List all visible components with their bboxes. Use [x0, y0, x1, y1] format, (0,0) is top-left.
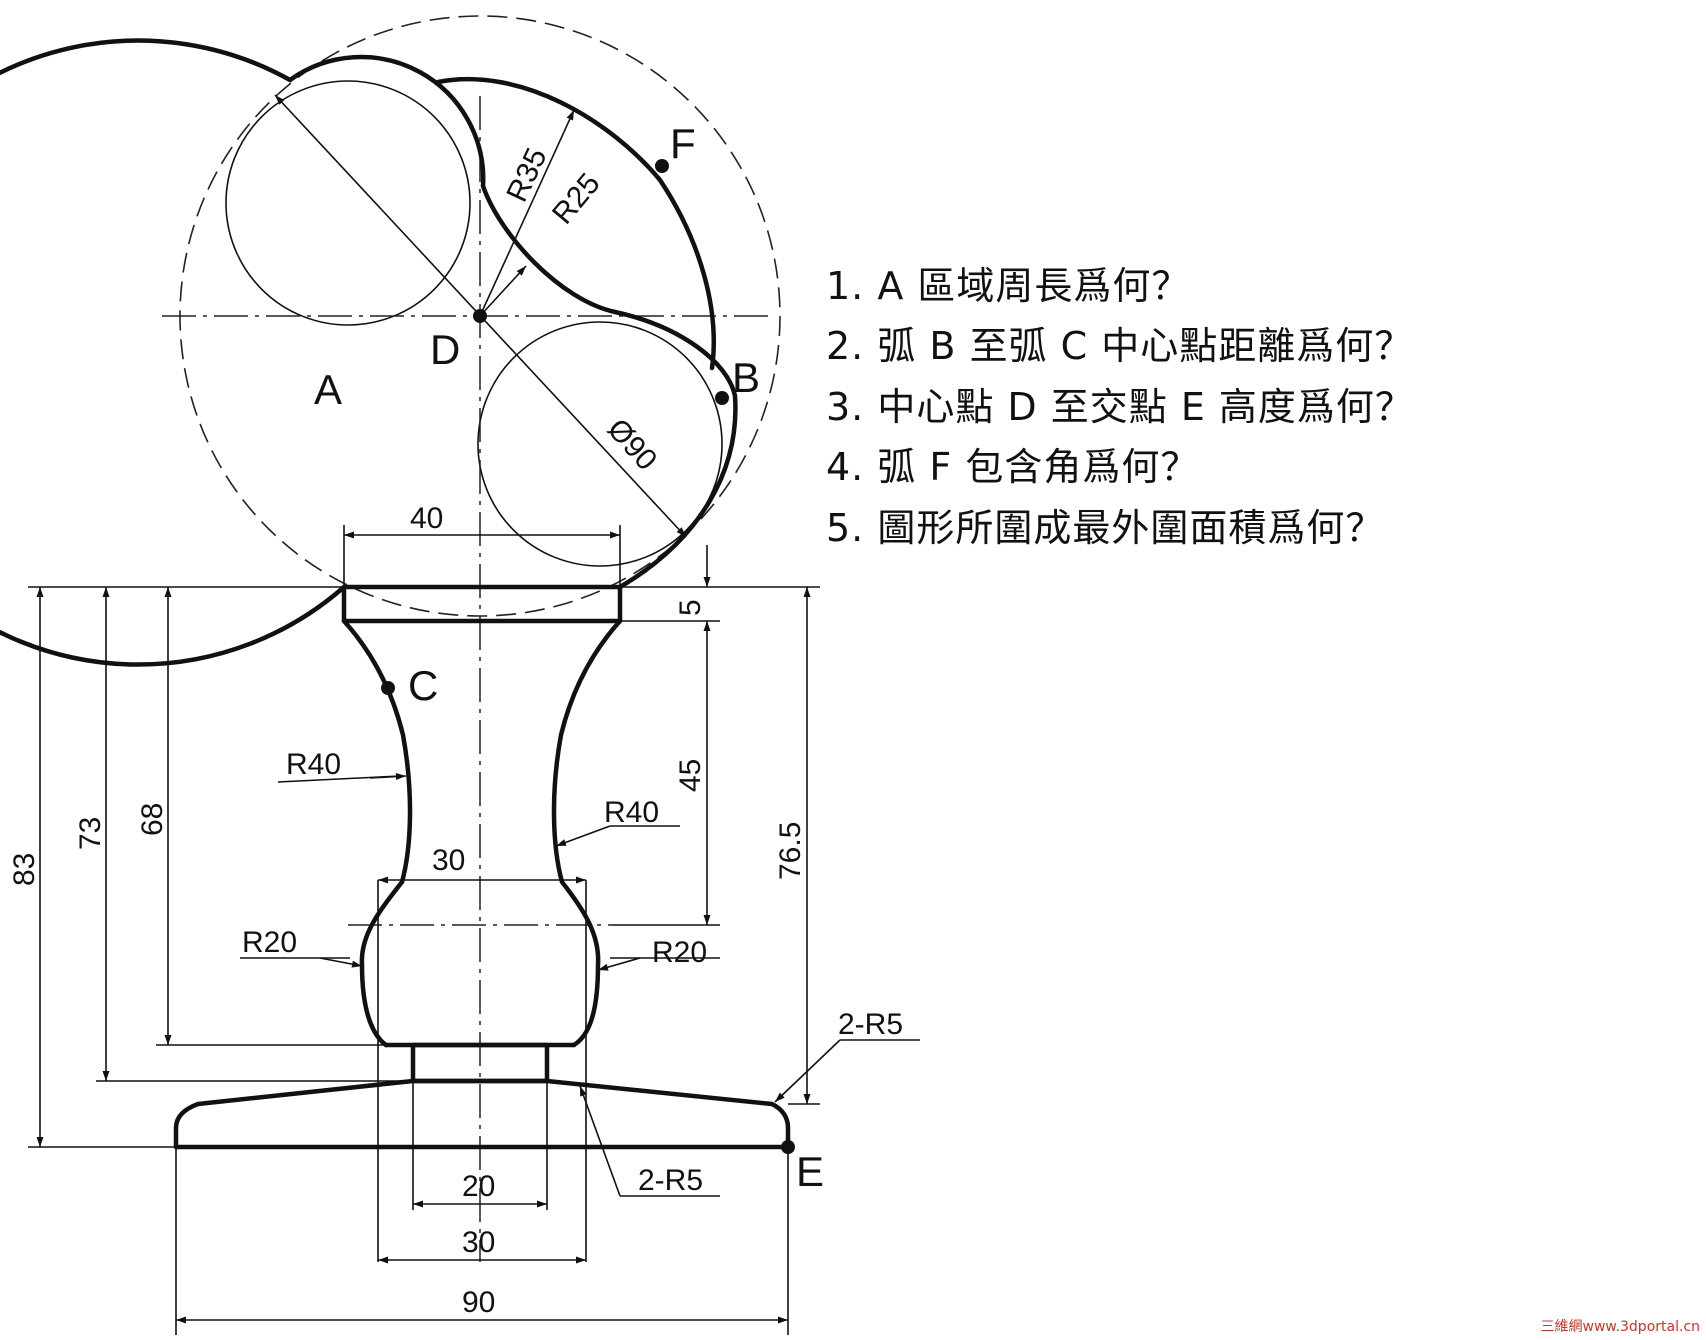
dim-w20: 20: [462, 1170, 495, 1203]
point-c-label: C: [408, 662, 438, 709]
dim-h83: 83: [8, 853, 41, 886]
point-b-marker: [715, 391, 729, 405]
dim-r5-bottom: 2-R5: [638, 1164, 703, 1197]
dim-h76-5: 76.5: [774, 822, 807, 880]
question-2: 2. 弧 B 至弧 C 中心點距離爲何？: [826, 324, 1414, 368]
point-markers: [381, 159, 795, 1154]
dim-w30-base: 30: [462, 1226, 495, 1259]
dim-r5-top: 2-R5: [838, 1008, 903, 1041]
dim-h5: 5: [674, 599, 707, 616]
dimension-labels: R35 R25 Ø90 40 5 45 76.5 83 73 68 R40 R4…: [8, 143, 903, 1319]
point-e-marker: [781, 1140, 795, 1154]
question-3: 3. 中心點 D 至交點 E 高度爲何？: [826, 385, 1414, 429]
ball-outline: [0, 38, 738, 667]
dim-h45: 45: [674, 759, 707, 792]
point-b-label: B: [732, 354, 760, 401]
dim-h68: 68: [136, 803, 169, 836]
point-labels: A B C D E F: [314, 120, 824, 1195]
upper-construction-circle: [225, 80, 471, 326]
dim-r25: R25: [546, 167, 607, 230]
point-f-marker: [655, 159, 669, 173]
base: [173, 1078, 791, 1150]
dim-r20-left: R20: [242, 926, 297, 959]
neck-left: [341, 618, 413, 1048]
question-4: 4. 弧 F 包含角爲何？: [826, 445, 1200, 489]
dim-w30-neck: 30: [432, 844, 465, 877]
dim-r40-right: R40: [604, 796, 659, 829]
question-1: 1. A 區域周長爲何？: [826, 264, 1191, 308]
collar: [341, 584, 623, 624]
neck-right: [551, 618, 623, 1048]
point-e-label: E: [796, 1148, 824, 1195]
watermark: 三維網www.3dportal.cn: [1540, 1319, 1701, 1335]
dim-r35: R35: [500, 143, 553, 207]
dim-r20-right: R20: [652, 936, 707, 969]
point-d-marker: [473, 309, 487, 323]
dim-dia90: Ø90: [601, 413, 663, 477]
point-f-label: F: [670, 120, 696, 167]
dim-w90: 90: [462, 1286, 495, 1319]
point-c-marker: [381, 681, 395, 695]
point-d-label: D: [430, 326, 460, 373]
dim-h73: 73: [74, 817, 107, 850]
outline: [0, 38, 791, 1150]
point-a-label: A: [314, 366, 342, 413]
construction-lines: [162, 15, 781, 1262]
question-5: 5. 圖形所圍成最外圍面積爲何？: [826, 506, 1385, 550]
dim-w40: 40: [410, 502, 443, 535]
dim-r40-left: R40: [286, 748, 341, 781]
